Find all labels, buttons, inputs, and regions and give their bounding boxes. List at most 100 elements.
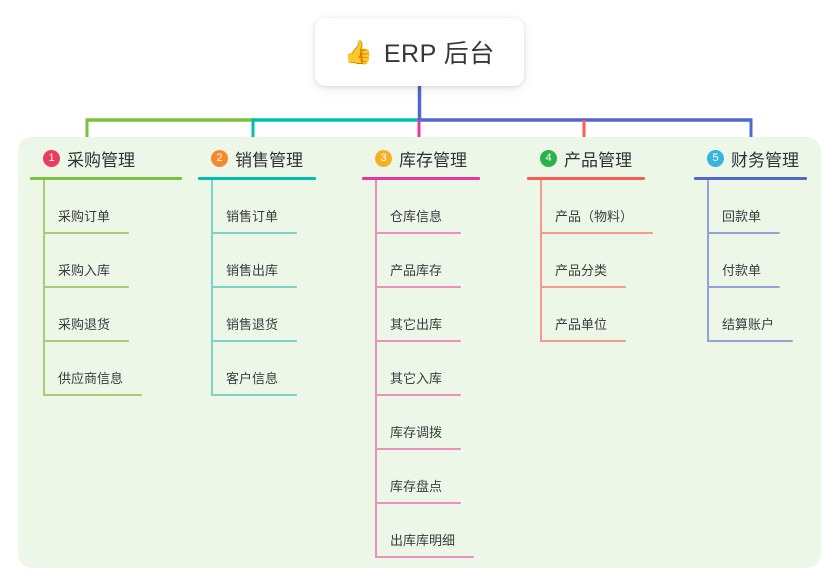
leaf-item-label: 产品（物料） bbox=[555, 209, 634, 224]
leaf-item-label: 结算账户 bbox=[722, 317, 775, 332]
branch-trunk-line bbox=[375, 180, 377, 558]
leaf-item-label: 采购退货 bbox=[58, 317, 111, 332]
branch-title: 库存管理 bbox=[399, 150, 467, 170]
leaf-item[interactable]: 销售订单 bbox=[198, 180, 316, 234]
branch-item-list: 产品（物料） 产品分类产品单位 bbox=[527, 180, 653, 342]
leaf-item[interactable]: 产品单位 bbox=[527, 288, 645, 342]
branch-underline bbox=[362, 177, 480, 180]
leaf-item-label: 付款单 bbox=[722, 263, 762, 278]
leaf-item[interactable]: 回款单 bbox=[694, 180, 807, 234]
leaf-item-label: 库存盘点 bbox=[390, 479, 443, 494]
leaf-item[interactable]: 客户信息 bbox=[198, 342, 316, 396]
leaf-item-underline bbox=[211, 286, 297, 288]
leaf-item-underline bbox=[375, 286, 461, 288]
branch-header[interactable]: 4 产品管理 bbox=[527, 146, 645, 170]
leaf-item-label: 客户信息 bbox=[226, 371, 279, 386]
leaf-item-label: 销售订单 bbox=[226, 209, 279, 224]
leaf-item-underline bbox=[375, 556, 474, 558]
branch-column: 2 销售管理销售订单销售出库销售退货客户信息 bbox=[198, 146, 316, 396]
branch-header[interactable]: 2 销售管理 bbox=[198, 146, 316, 170]
leaf-item-underline bbox=[540, 286, 626, 288]
leaf-item-label: 采购入库 bbox=[58, 263, 111, 278]
leaf-item-label: 其它入库 bbox=[390, 371, 443, 386]
leaf-item[interactable]: 产品分类 bbox=[527, 234, 645, 288]
leaf-item[interactable]: 付款单 bbox=[694, 234, 807, 288]
leaf-item-label: 产品库存 bbox=[390, 263, 443, 278]
leaf-item-underline bbox=[211, 394, 297, 396]
branch-title: 销售管理 bbox=[235, 150, 303, 170]
branch-header[interactable]: 3 库存管理 bbox=[362, 146, 480, 170]
leaf-item-underline bbox=[211, 232, 297, 234]
leaf-item-underline bbox=[43, 232, 129, 234]
leaf-item-underline bbox=[375, 394, 461, 396]
leaf-item[interactable]: 其它出库 bbox=[362, 288, 480, 342]
branch-underline bbox=[527, 177, 645, 180]
leaf-item[interactable]: 其它入库 bbox=[362, 342, 480, 396]
leaf-item[interactable]: 结算账户 bbox=[694, 288, 807, 342]
leaf-item-underline bbox=[43, 286, 129, 288]
leaf-item-label: 库存调拨 bbox=[390, 425, 443, 440]
branch-column: 4 产品管理产品（物料） 产品分类产品单位 bbox=[527, 146, 653, 342]
branch-underline bbox=[198, 177, 316, 180]
leaf-item[interactable]: 采购退货 bbox=[30, 288, 182, 342]
leaf-item-label: 仓库信息 bbox=[390, 209, 443, 224]
branch-trunk-line bbox=[540, 180, 542, 342]
leaf-item-underline bbox=[707, 232, 780, 234]
root-title: ERP 后台 bbox=[383, 40, 495, 68]
leaf-item[interactable]: 采购订单 bbox=[30, 180, 182, 234]
leaf-item-label: 其它出库 bbox=[390, 317, 443, 332]
leaf-item[interactable]: 出库库明细 bbox=[362, 504, 480, 558]
leaf-item-label: 产品单位 bbox=[555, 317, 608, 332]
branch-item-list: 采购订单采购入库采购退货供应商信息 bbox=[30, 180, 182, 396]
leaf-item[interactable]: 库存盘点 bbox=[362, 450, 480, 504]
leaf-item-underline bbox=[540, 232, 653, 234]
leaf-item[interactable]: 供应商信息 bbox=[30, 342, 182, 396]
leaf-item-label: 供应商信息 bbox=[58, 371, 124, 386]
leaf-item-label: 销售退货 bbox=[226, 317, 279, 332]
leaf-item-label: 采购订单 bbox=[58, 209, 111, 224]
branch-underline bbox=[694, 177, 807, 180]
leaf-item[interactable]: 仓库信息 bbox=[362, 180, 480, 234]
leaf-item-label: 出库库明细 bbox=[390, 533, 456, 548]
branch-item-list: 仓库信息产品库存其它出库其它入库库存调拨库存盘点出库库明细 bbox=[362, 180, 480, 558]
root-node[interactable]: 👍 ERP 后台 bbox=[315, 18, 524, 86]
leaf-item[interactable]: 采购入库 bbox=[30, 234, 182, 288]
branch-trunk-line bbox=[707, 180, 709, 342]
leaf-item-underline bbox=[43, 394, 142, 396]
branch-column: 3 库存管理仓库信息产品库存其它出库其它入库库存调拨库存盘点出库库明细 bbox=[362, 146, 480, 558]
leaf-item[interactable]: 产品库存 bbox=[362, 234, 480, 288]
leaf-item[interactable]: 销售退货 bbox=[198, 288, 316, 342]
branch-title: 采购管理 bbox=[67, 150, 135, 170]
branch-trunk-line bbox=[211, 180, 213, 396]
branch-title: 财务管理 bbox=[731, 150, 799, 170]
leaf-item-underline bbox=[707, 340, 793, 342]
leaf-item-underline bbox=[43, 340, 129, 342]
branch-title: 产品管理 bbox=[564, 150, 632, 170]
branch-header[interactable]: 1 采购管理 bbox=[30, 146, 182, 170]
diagram-background-panel bbox=[18, 137, 821, 568]
leaf-item[interactable]: 库存调拨 bbox=[362, 396, 480, 450]
leaf-item-underline bbox=[707, 286, 780, 288]
leaf-item-underline bbox=[375, 502, 461, 504]
branch-number-badge: 4 bbox=[540, 149, 557, 167]
branch-column: 1 采购管理采购订单采购入库采购退货供应商信息 bbox=[30, 146, 182, 396]
leaf-item-underline bbox=[375, 340, 461, 342]
leaf-item-underline bbox=[540, 340, 626, 342]
branch-number-badge: 1 bbox=[43, 149, 60, 167]
branch-number-badge: 3 bbox=[375, 149, 392, 167]
leaf-item[interactable]: 产品（物料） bbox=[527, 180, 653, 234]
leaf-item-underline bbox=[211, 340, 297, 342]
leaf-item-label: 销售出库 bbox=[226, 263, 279, 278]
branch-item-list: 回款单付款单结算账户 bbox=[694, 180, 807, 342]
leaf-item-label: 产品分类 bbox=[555, 263, 608, 278]
branch-number-badge: 2 bbox=[211, 149, 228, 167]
thumbs-up-icon: 👍 bbox=[344, 38, 373, 65]
leaf-item[interactable]: 销售出库 bbox=[198, 234, 316, 288]
branch-item-list: 销售订单销售出库销售退货客户信息 bbox=[198, 180, 316, 396]
branch-underline bbox=[30, 177, 182, 180]
leaf-item-underline bbox=[375, 232, 461, 234]
